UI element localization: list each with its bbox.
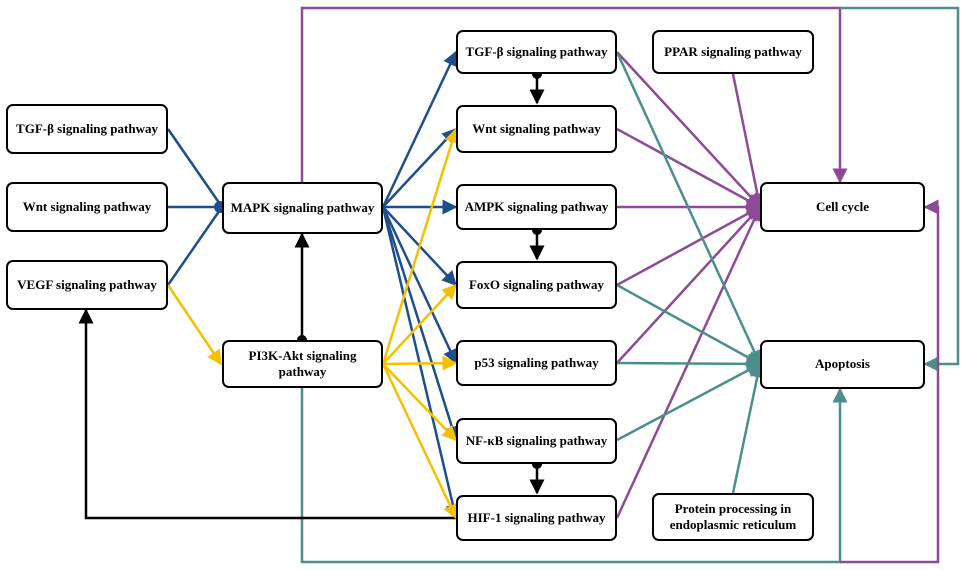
node-label: TGF-β signaling pathway xyxy=(16,120,158,136)
edge-line xyxy=(381,50,458,208)
edge-line xyxy=(381,127,460,365)
node-label: MAPK signaling pathway xyxy=(230,199,375,215)
node-label: Cell cycle xyxy=(815,198,870,214)
node-cell-cycle: Cell cycle xyxy=(760,182,925,232)
node-foxo: FoxO signaling pathway xyxy=(456,261,617,309)
edge-line xyxy=(616,127,762,209)
mapk-edges xyxy=(381,50,461,520)
edge-line xyxy=(382,283,458,365)
edge-line xyxy=(616,205,762,287)
edge-pi3k-apoptosis xyxy=(300,386,848,564)
node-label: HIF-1 signaling pathway xyxy=(467,509,606,525)
edge-line xyxy=(616,362,762,442)
edge-top-apoptosis xyxy=(840,6,960,372)
edge-line xyxy=(615,51,762,366)
node-label: Apoptosis xyxy=(815,356,870,372)
node-tgf-left: TGF-β signaling pathway xyxy=(6,104,168,154)
node-label: p53 signaling pathway xyxy=(474,354,599,370)
node-mapk: MAPK signaling pathway xyxy=(222,182,383,234)
node-label: FoxO signaling pathway xyxy=(468,276,605,292)
cellcycle-edges xyxy=(615,51,765,519)
edge-line xyxy=(731,362,765,494)
edge-line xyxy=(381,206,458,365)
node-wnt-mid: Wnt signaling pathway xyxy=(456,105,617,153)
node-label: AMPK signaling pathway xyxy=(464,198,609,214)
node-nfkb: NF-κB signaling pathway xyxy=(456,418,617,464)
node-pi3k: PI3K-Akt signaling pathway xyxy=(222,340,383,388)
edge-vegf-pi3k xyxy=(166,284,223,366)
edge-line xyxy=(382,355,458,371)
edge-tgf-mapk xyxy=(166,128,224,208)
edge-line xyxy=(382,363,458,442)
node-label: NF-κB signaling pathway xyxy=(465,432,608,448)
node-label: Wnt signaling pathway xyxy=(472,120,601,136)
edge-bottom-cellcycle xyxy=(840,199,940,564)
node-p53: p53 signaling pathway xyxy=(456,340,617,386)
node-ppar: PPAR signaling pathway xyxy=(652,30,814,74)
apoptosis-edges xyxy=(615,51,765,494)
node-label: PPAR signaling pathway xyxy=(664,43,802,59)
node-label: TGF-β signaling pathway xyxy=(465,43,608,59)
node-wnt-left: Wnt signaling pathway xyxy=(6,182,168,232)
node-label-line2: endoplasmic reticulum xyxy=(669,517,797,532)
edge-line xyxy=(616,205,762,364)
edge-line xyxy=(616,51,762,209)
edge-hif1-vegf xyxy=(78,308,456,520)
node-protein-processing: Protein processing in endoplasmic reticu… xyxy=(652,493,814,541)
node-label-group: Protein processing in endoplasmic reticu… xyxy=(670,501,797,534)
node-label: VEGF signaling pathway xyxy=(17,276,157,292)
edge-line xyxy=(616,356,762,372)
node-label: PI3K-Akt signaling pathway xyxy=(248,347,357,379)
edge-line xyxy=(731,73,765,209)
node-label-line1: Protein processing in xyxy=(674,500,792,516)
node-vegf: VEGF signaling pathway xyxy=(6,260,168,310)
node-ampk: AMPK signaling pathway xyxy=(456,184,617,230)
edge-line xyxy=(381,363,458,520)
pi3k-edges xyxy=(381,127,460,520)
edge-vegf-mapk xyxy=(166,206,224,286)
edge-line xyxy=(382,127,458,208)
node-apoptosis: Apoptosis xyxy=(760,340,925,389)
node-label: Wnt signaling pathway xyxy=(22,198,152,214)
node-hif1: HIF-1 signaling pathway xyxy=(456,495,617,541)
node-tgf-mid: TGF-β signaling pathway xyxy=(456,30,617,74)
edge-line xyxy=(616,283,762,366)
edge-mapk-cellcycle xyxy=(300,6,848,184)
